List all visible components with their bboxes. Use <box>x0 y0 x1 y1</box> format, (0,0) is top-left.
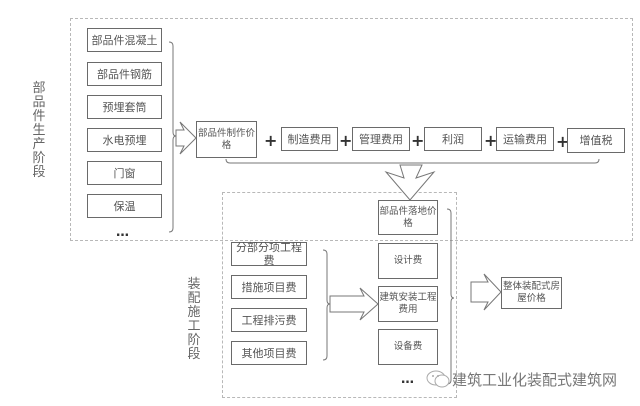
plus-3: + <box>411 131 425 150</box>
material-concrete: 部品件混凝土 <box>87 28 162 52</box>
fees-brace <box>322 249 331 361</box>
fee-pollution: 工程排污费 <box>231 308 307 332</box>
plus-5: + <box>556 132 570 151</box>
material-sleeve: 预埋套筒 <box>87 95 162 119</box>
term-transport-cost: 运输费用 <box>496 127 554 151</box>
production-stage-region <box>70 18 633 241</box>
formula-brace <box>225 158 600 164</box>
design-fee: 设计费 <box>378 243 438 279</box>
material-insulation: 保温 <box>87 194 162 218</box>
components-brace <box>446 208 455 385</box>
material-rebar: 部品件钢筋 <box>87 62 162 86</box>
material-doors-windows: 门窗 <box>87 161 162 185</box>
term-profit: 利润 <box>424 127 482 151</box>
equipment-fee: 设备费 <box>378 329 438 365</box>
fee-measures: 措施项目费 <box>231 275 307 299</box>
base-production-price: 部品件制作价格 <box>196 121 257 158</box>
arrow-components-to-result <box>470 273 502 311</box>
watermark-text: 建筑工业化装配式建筑网 <box>452 371 618 389</box>
total-house-price: 整体装配式房屋价格 <box>501 277 562 309</box>
term-vat: 增值税 <box>567 128 625 153</box>
assembly-stage-region <box>222 192 457 398</box>
landed-price: 部品件落地价格 <box>378 200 438 235</box>
plus-2: + <box>339 131 353 150</box>
components-more: … <box>401 372 415 387</box>
wechat-icon <box>426 370 450 388</box>
arrow-fees-to-construction <box>329 287 379 321</box>
term-manufacturing-cost: 制造费用 <box>281 127 338 151</box>
plus-1: + <box>264 131 278 150</box>
plus-4: + <box>484 131 498 150</box>
production-stage-label: 部品件生产阶段 <box>32 81 46 180</box>
fee-other: 其他项目费 <box>231 341 307 365</box>
arrow-formula-to-landed <box>384 164 436 201</box>
arrow-materials-to-base <box>175 121 197 155</box>
assembly-stage-label: 装配施工阶段 <box>187 277 201 362</box>
material-mep-embed: 水电预埋 <box>87 128 162 152</box>
materials-brace <box>168 41 177 233</box>
fee-sub-items: 分部分项工程费 <box>231 241 307 267</box>
materials-more: … <box>116 225 130 240</box>
term-management-cost: 管理费用 <box>352 127 410 151</box>
